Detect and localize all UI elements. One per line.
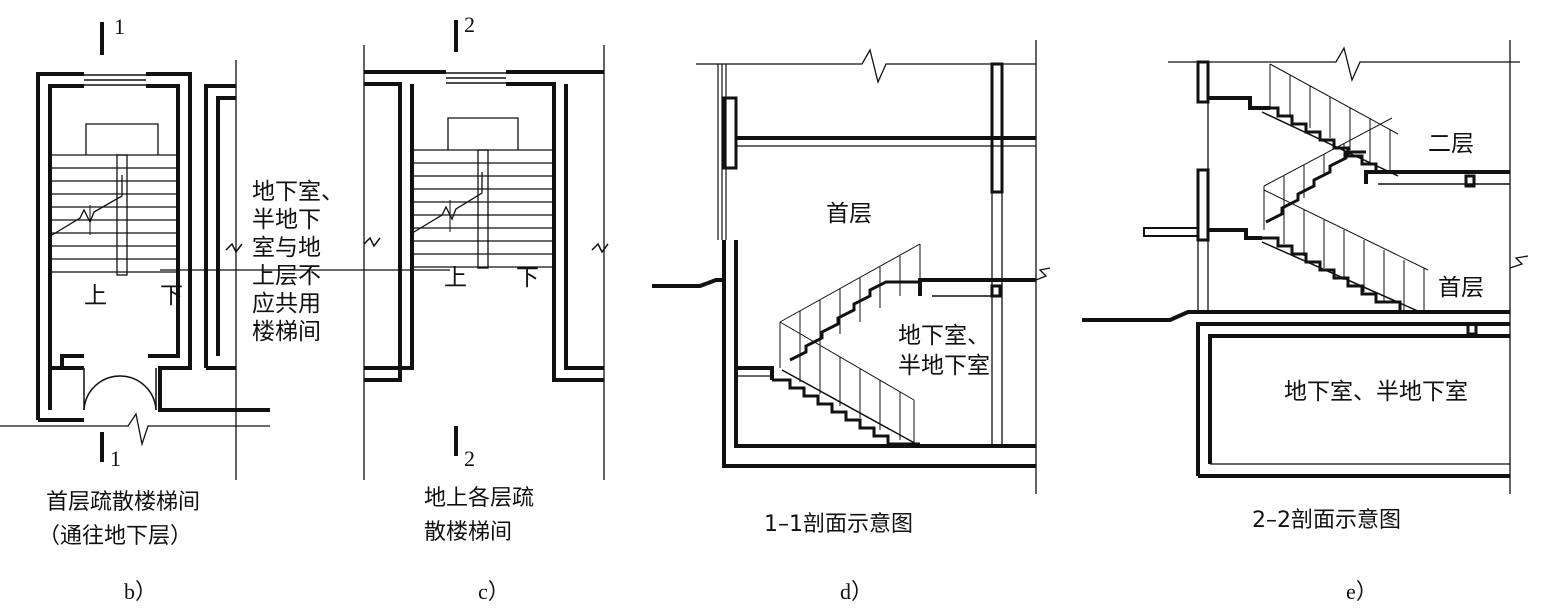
panel-b-stair-treads	[50, 154, 178, 273]
panel-c-letter: c）	[478, 579, 510, 604]
note-line: 上层不	[252, 263, 321, 289]
break-marks	[225, 236, 609, 254]
panel-c-section-mark-bottom-label: 2	[464, 446, 475, 471]
panel-c-section-mark-top-label: 2	[464, 12, 475, 37]
panel-d-basement-label-line1: 地下室、	[898, 323, 990, 349]
panel-d-stair-upper	[789, 280, 920, 362]
panel-e-section	[1082, 40, 1529, 494]
panel-c-stair-treads	[412, 149, 554, 268]
panel-d-stair-lower	[772, 378, 920, 446]
panel-c-landing	[447, 117, 519, 269]
panel-b-section-mark-top-label: 1	[114, 14, 125, 39]
panel-b-caption-line1: 首层疏散楼梯间	[46, 490, 201, 515]
panel-b-window	[84, 74, 146, 86]
panel-b-door	[83, 368, 157, 411]
panel-e-caption: 2–2剖面示意图	[1252, 508, 1401, 533]
panel-c-down-label: 下	[516, 265, 539, 291]
panel-c-plan	[363, 20, 605, 480]
panel-e-letter: e）	[1346, 579, 1378, 604]
panel-b-down-label: 下	[160, 283, 183, 309]
panel-d-first-floor-label: 首层	[826, 201, 872, 227]
panel-b-section-mark-bottom-label: 1	[110, 446, 121, 471]
panel-e-railings	[1263, 63, 1429, 312]
panel-d-railings	[779, 243, 921, 444]
note-line: 地下室、	[252, 179, 344, 205]
panel-c-walls	[364, 70, 604, 382]
panel-d-caption: 1–1剖面示意图	[764, 512, 913, 537]
note-block: 地下室、 半地下 室与地 上层不 应共用 楼梯间	[252, 178, 344, 346]
panel-b-plan	[0, 22, 270, 480]
panel-b-ground-line	[0, 412, 270, 447]
panel-c-window	[446, 72, 506, 84]
panel-d-section	[652, 40, 1051, 494]
panel-d-basement-label-line2: 半地下室	[898, 353, 990, 379]
note-line: 半地下	[252, 207, 321, 233]
note-line: 楼梯间	[252, 319, 321, 345]
note-line: 室与地	[252, 235, 321, 261]
panel-c-caption-line2: 散楼梯间	[424, 520, 513, 545]
panel-e-basement-label: 地下室、半地下室	[1284, 379, 1468, 405]
note-line: 应共用	[252, 291, 321, 317]
panel-d-letter: d）	[840, 579, 874, 604]
panel-c-caption-line1: 地上各层疏	[424, 486, 535, 511]
panel-b-up-label: 上	[84, 283, 107, 309]
panel-b-landing	[85, 123, 159, 276]
panel-c-up-label: 上	[444, 265, 467, 291]
panel-e-first-floor-label: 首层	[1438, 275, 1484, 301]
panel-e-second-floor-label: 二层	[1428, 131, 1474, 157]
panel-b-walls	[36, 72, 270, 422]
panel-b-caption-line2: （通往地下层）	[38, 524, 193, 549]
panel-b-break-line	[51, 175, 123, 236]
panel-b-letter: b）	[124, 579, 158, 604]
panel-c-break-line	[413, 172, 483, 233]
